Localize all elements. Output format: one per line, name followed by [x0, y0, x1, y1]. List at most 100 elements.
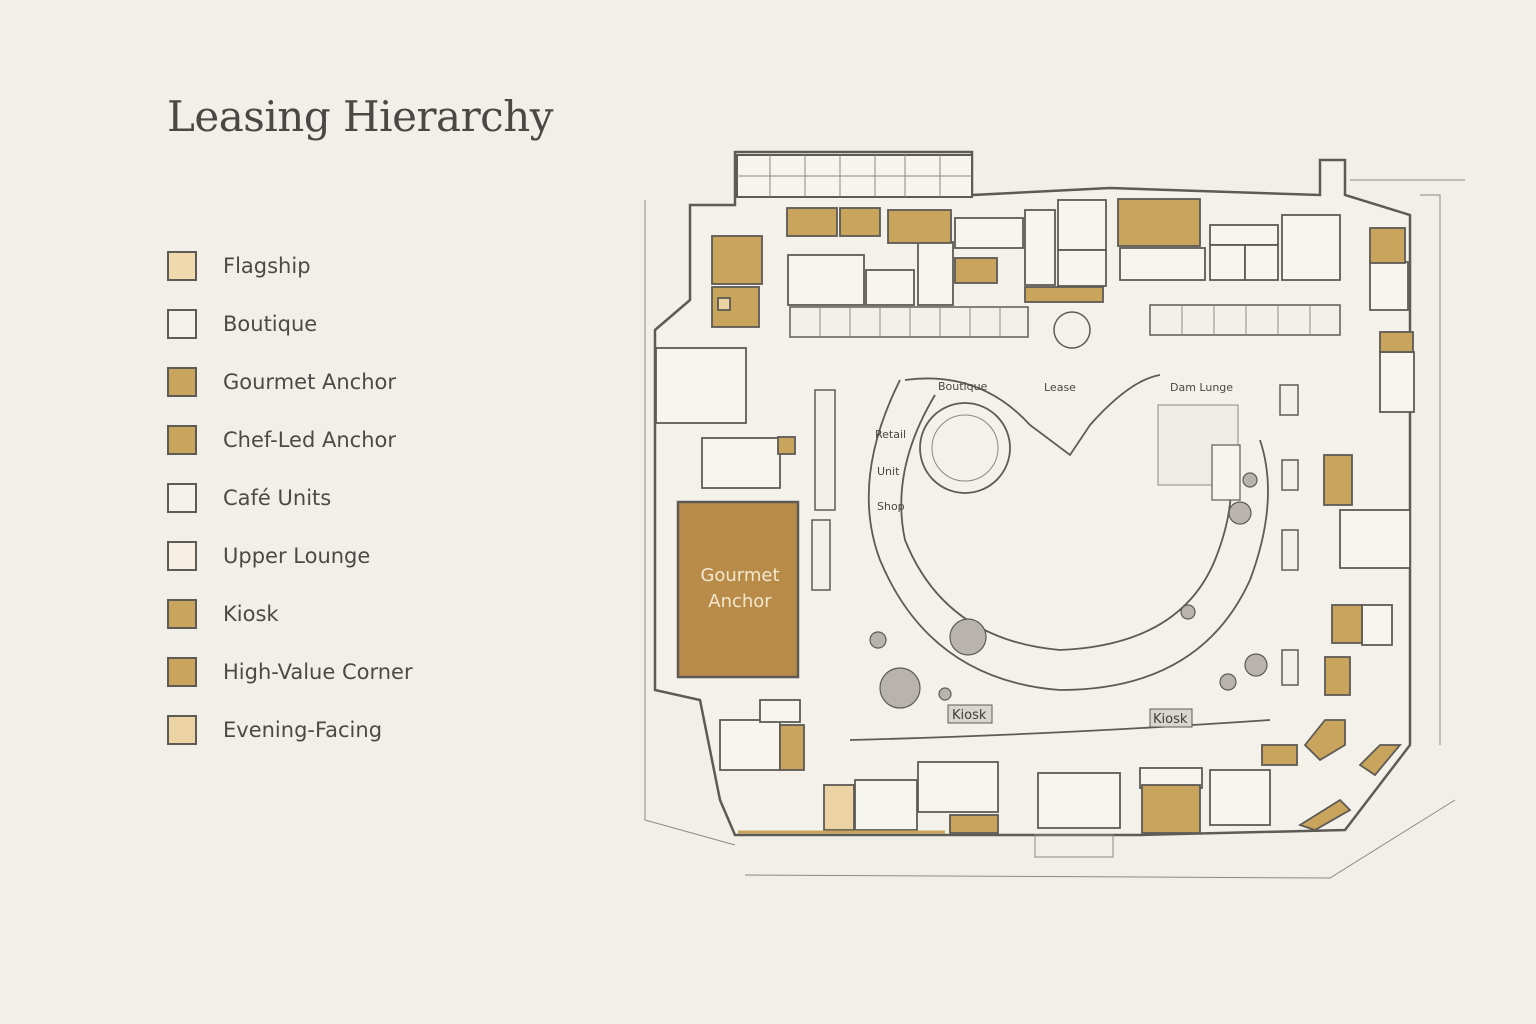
unit [1369, 261, 1409, 311]
unit [787, 254, 865, 306]
storefront [1149, 304, 1341, 336]
corridor-unit [1281, 459, 1299, 491]
legend-item-cafe-units: Café Units [167, 469, 413, 527]
legend-swatch-gourmet-anchor [167, 367, 197, 397]
anchor-unit [887, 209, 952, 244]
anchor-unit [1261, 744, 1298, 766]
corridor-unit [1281, 529, 1299, 571]
planter [1219, 673, 1237, 691]
unit [1024, 209, 1056, 286]
anchor-unit [1324, 656, 1351, 696]
kiosk-left-box [947, 704, 993, 724]
kiosk-right-label: Kiosk [1153, 712, 1188, 727]
unit [701, 437, 781, 489]
unit [759, 699, 801, 723]
unit [917, 761, 999, 813]
anchor-unit [1323, 454, 1353, 506]
anchor-unit [1369, 227, 1406, 264]
anchor-unit [786, 207, 838, 237]
outer-line-right [1420, 194, 1441, 745]
legend-swatch-upper-lounge [167, 541, 197, 571]
anchor-unit [1117, 198, 1201, 247]
corridor-unit [811, 519, 831, 591]
atrium-inner-arc [900, 394, 1232, 651]
sign-top-right: Dam Lunge [1170, 381, 1233, 394]
planter [1244, 653, 1268, 677]
legend-swatch-evening-facing [167, 715, 197, 745]
unit [655, 347, 747, 424]
anchor-unit [777, 436, 796, 455]
unit [1339, 509, 1411, 569]
outer-line-bottom [744, 799, 1456, 879]
anchor-label-line1: Gourmet [700, 565, 779, 586]
corridor-unit [814, 389, 836, 511]
rotunda-outer [919, 402, 1011, 494]
planter [1180, 604, 1196, 620]
unit [954, 217, 1024, 249]
sign-top-mid: Lease [1044, 381, 1076, 394]
legend-item-flagship: Flagship [167, 237, 413, 295]
legend-label-chef-led-anchor: Chef-Led Anchor [223, 428, 396, 452]
legend-item-upper-lounge: Upper Lounge [167, 527, 413, 585]
unit [1057, 199, 1107, 251]
corridor-unit [1281, 649, 1299, 686]
legend-label-gourmet-anchor: Gourmet Anchor [223, 370, 396, 394]
legend-item-chef-led-anchor: Chef-Led Anchor [167, 411, 413, 469]
legend-item-gourmet-anchor: Gourmet Anchor [167, 353, 413, 411]
sign-left-1: Retail [875, 428, 906, 441]
planter [1228, 501, 1252, 525]
legend-label-evening-facing: Evening-Facing [223, 718, 383, 742]
outer-line-left [644, 200, 736, 846]
planter [869, 631, 887, 649]
planter [938, 687, 952, 701]
corridor-unit [1279, 384, 1299, 416]
planter [879, 667, 921, 709]
unit [719, 719, 781, 771]
evening-facing-unit [823, 784, 855, 831]
corner-unit [1358, 744, 1402, 777]
legend-item-kiosk: Kiosk [167, 585, 413, 643]
unit [854, 779, 918, 831]
legend-swatch-high-value-corner [167, 657, 197, 687]
legend: Flagship Boutique Gourmet Anchor Chef-Le… [167, 237, 413, 759]
unit [1209, 224, 1279, 246]
anchor-unit [839, 207, 881, 237]
kiosk-right-box [1149, 708, 1193, 728]
unit [1209, 244, 1246, 281]
anchor-unit [949, 814, 999, 834]
anchor-unit [1379, 331, 1414, 353]
anchor-unit [711, 235, 763, 285]
legend-swatch-flagship [167, 251, 197, 281]
anchor-unit [1141, 784, 1201, 834]
evening-facing-unit [717, 297, 731, 311]
planter [1242, 472, 1258, 488]
unit [1244, 244, 1279, 281]
unit [1037, 772, 1121, 829]
legend-item-high-value-corner: High-Value Corner [167, 643, 413, 701]
gourmet-anchor-unit [676, 500, 800, 679]
fountain [1053, 311, 1091, 349]
legend-item-boutique: Boutique [167, 295, 413, 353]
promenade-curve [849, 719, 1271, 741]
legend-label-cafe-units: Café Units [223, 486, 332, 510]
unit [865, 269, 915, 306]
rotunda-inner [931, 414, 999, 482]
corner-unit [1297, 798, 1352, 831]
sign-left-2: Unit [877, 465, 900, 478]
atrium-outer-arc [867, 379, 1269, 691]
legend-swatch-kiosk [167, 599, 197, 629]
corner-unit [1303, 719, 1346, 762]
anchor-unit [1024, 286, 1104, 303]
counter [1211, 444, 1241, 501]
unit [1119, 247, 1206, 281]
unit [1379, 351, 1415, 413]
unit [1281, 214, 1341, 281]
legend-swatch-chef-led-anchor [167, 425, 197, 455]
anchor-unit [779, 724, 805, 771]
unit [1361, 604, 1393, 646]
storefront [789, 306, 1029, 338]
planter [949, 618, 987, 656]
legend-swatch-cafe-units [167, 483, 197, 513]
unit [1209, 769, 1271, 826]
